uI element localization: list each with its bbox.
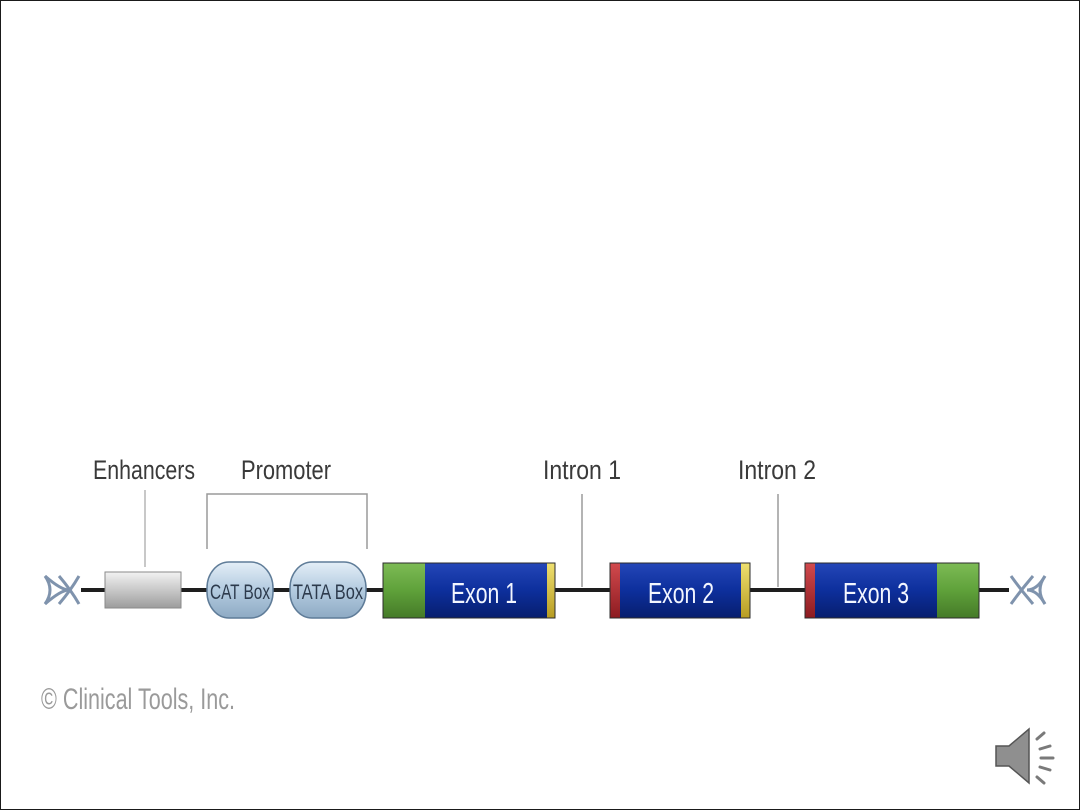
exon-2-block: [609, 562, 751, 619]
intron-1-label: Intron 1: [543, 455, 621, 485]
tata-box-label: TATA Box: [293, 581, 363, 604]
promoter-label: Promoter: [241, 455, 331, 485]
copyright-text: © Clinical Tools, Inc.: [41, 683, 235, 716]
enhancer-element: [104, 571, 182, 609]
exon-1-label: Exon 1: [451, 578, 517, 610]
exon-1-block: [382, 562, 556, 619]
exon-2-label: Exon 2: [648, 578, 714, 610]
cat-box-label: CAT Box: [210, 581, 270, 604]
dna-helix-icon: [43, 574, 81, 606]
cat-box: [206, 561, 274, 619]
exon-3-block: [804, 562, 980, 619]
enhancers-label: Enhancers: [93, 455, 195, 485]
intron-2-label: Intron 2: [738, 455, 816, 485]
exon-3-label: Exon 3: [843, 578, 909, 610]
speaker-icon[interactable]: [991, 721, 1061, 791]
promoter-bracket: [206, 493, 368, 549]
dna-helix-icon: [1009, 575, 1047, 605]
tata-box: [289, 561, 367, 619]
